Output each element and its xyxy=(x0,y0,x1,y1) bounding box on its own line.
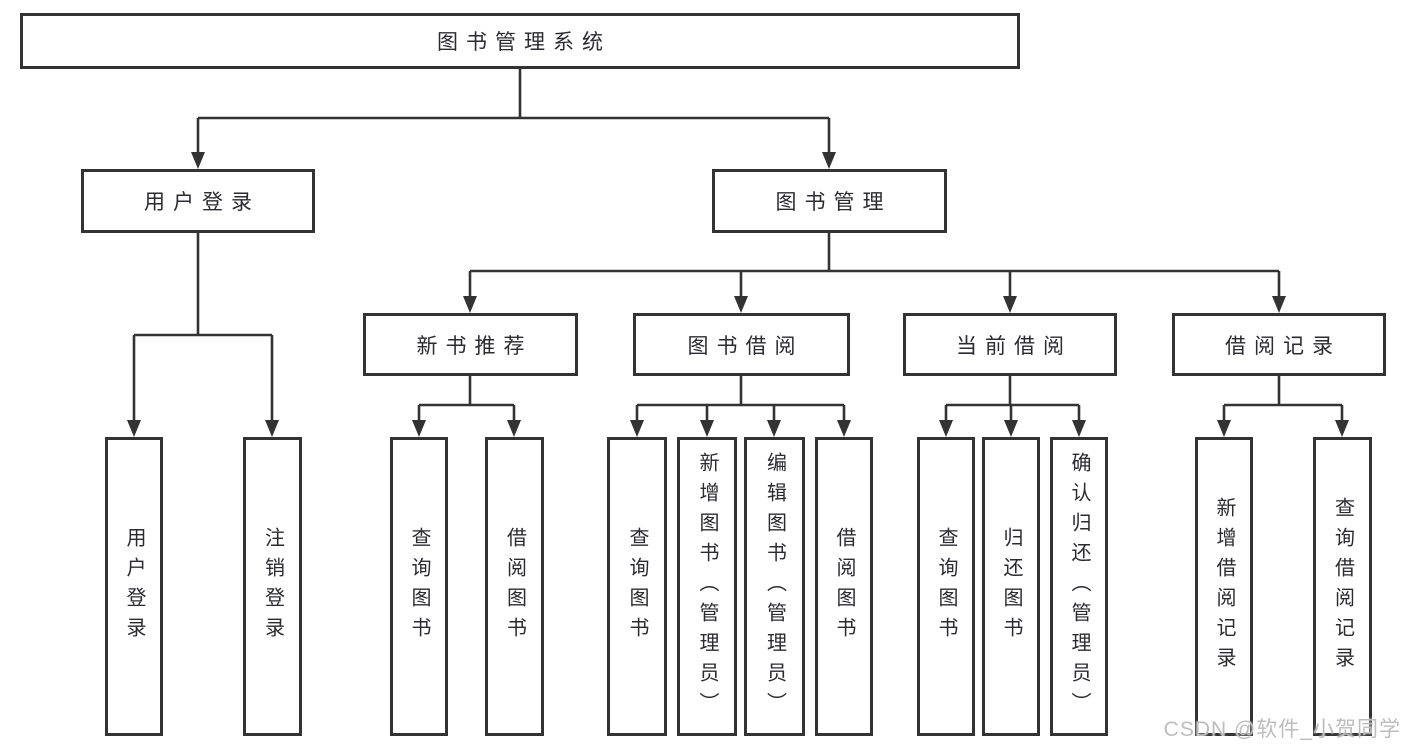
node-book-management: 图书管理 xyxy=(712,169,947,233)
node-current-borrowing: 当前借阅 xyxy=(903,313,1117,376)
leaf-query-books-current-label: 查询图书 xyxy=(935,526,957,647)
leaf-logout-login: 注销登录 xyxy=(243,437,302,736)
node-book-borrowing: 图书借阅 xyxy=(633,313,850,376)
leaf-edit-book-admin-label: 编辑图书（管理员） xyxy=(763,451,786,722)
leaf-add-book-admin: 新增图书（管理员） xyxy=(677,437,737,736)
leaf-confirm-return-admin: 确认归还（管理员） xyxy=(1050,437,1108,736)
leaf-borrow-books-recommend: 借阅图书 xyxy=(485,437,544,736)
leaf-add-borrow-record-label: 新增借阅记录 xyxy=(1213,496,1235,677)
leaf-user-login-label: 用户登录 xyxy=(123,526,145,647)
node-borrowing-records: 借阅记录 xyxy=(1172,313,1386,376)
leaf-query-borrow-record: 查询借阅记录 xyxy=(1313,437,1372,736)
leaf-borrow-books: 借阅图书 xyxy=(815,437,873,736)
leaf-return-book: 归还图书 xyxy=(982,437,1040,736)
leaf-edit-book-admin: 编辑图书（管理员） xyxy=(744,437,805,736)
node-user-login: 用户登录 xyxy=(81,169,315,233)
leaf-query-borrow-record-label: 查询借阅记录 xyxy=(1331,496,1354,677)
leaf-query-books-recommend: 查询图书 xyxy=(390,437,448,736)
leaf-confirm-return-admin-label: 确认归还（管理员） xyxy=(1068,451,1090,722)
leaf-borrow-books-label: 借阅图书 xyxy=(833,526,855,647)
leaf-return-book-label: 归还图书 xyxy=(1000,526,1022,647)
leaf-logout-login-label: 注销登录 xyxy=(261,526,284,647)
leaf-add-borrow-record: 新增借阅记录 xyxy=(1195,437,1253,736)
leaf-borrow-books-recommend-label: 借阅图书 xyxy=(503,526,526,647)
leaf-user-login: 用户登录 xyxy=(105,437,163,736)
leaf-query-books-current: 查询图书 xyxy=(917,437,975,736)
leaf-query-books-recommend-label: 查询图书 xyxy=(408,526,430,647)
leaf-query-books-borrow-label: 查询图书 xyxy=(626,526,648,647)
leaf-add-book-admin-label: 新增图书（管理员） xyxy=(696,451,718,722)
node-new-book-recommend: 新书推荐 xyxy=(363,313,578,376)
leaf-query-books-borrow: 查询图书 xyxy=(607,437,667,736)
node-root: 图书管理系统 xyxy=(20,13,1020,69)
